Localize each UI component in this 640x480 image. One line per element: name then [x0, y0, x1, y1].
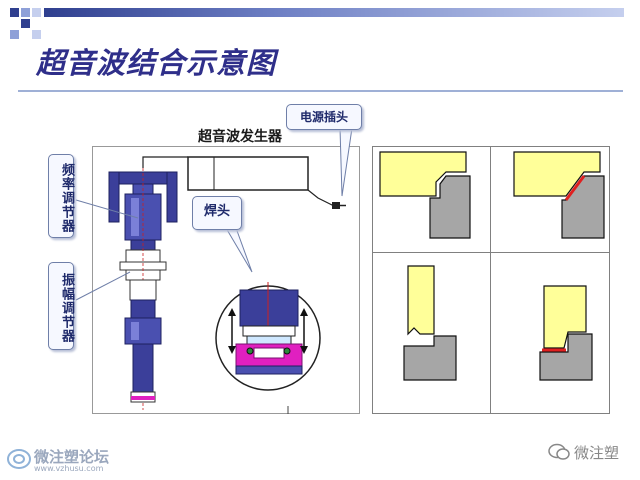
frequency-tuning-label: 频率调节器	[59, 163, 74, 233]
title-rule	[18, 90, 623, 92]
tl-lower-part	[429, 175, 471, 239]
frame-left	[108, 171, 120, 223]
generator-label: 超音波发生器	[198, 129, 282, 145]
decor-square-5	[10, 30, 19, 39]
freq-pointer	[75, 199, 139, 219]
br-upper-part	[543, 285, 587, 349]
plug-icon	[332, 202, 340, 209]
tr-upper-part	[513, 151, 601, 197]
zoom-fixture-inner	[253, 347, 285, 359]
decor-square-6	[32, 30, 41, 39]
forum-logo-icon	[7, 449, 31, 469]
amp-pointer	[75, 271, 131, 301]
forum-logo-name: 微注塑论坛	[34, 448, 110, 466]
horn-middle	[130, 299, 156, 319]
power-plug-callout: 电源插头	[286, 104, 362, 130]
zoom-horn	[239, 289, 299, 327]
bl-upper-part	[407, 265, 435, 336]
weld-head-label: 焊头	[203, 204, 230, 219]
frame-right	[166, 171, 178, 223]
cable-top	[142, 156, 188, 168]
power-plug-label: 电源插头	[299, 110, 348, 124]
arrow-right-up	[300, 308, 308, 316]
zoom-pin-right	[283, 347, 291, 355]
generator-box	[187, 156, 309, 191]
arrow-left-down	[228, 346, 236, 354]
weld-head-callout: 焊头	[192, 196, 242, 230]
arrow-right-down	[300, 346, 308, 354]
tr-weld-line	[564, 175, 586, 201]
frequency-tuning-callout: 频率调节器	[48, 154, 74, 238]
arrow-left-up	[228, 308, 236, 316]
decor-square-1	[10, 8, 19, 17]
zoom-base	[235, 365, 303, 375]
decor-square-2	[21, 8, 30, 17]
power-cable	[307, 189, 335, 207]
slide-title: 超音波结合示意图	[36, 46, 277, 80]
horn-tip-stripe	[131, 396, 155, 400]
horn-highlight	[131, 322, 139, 340]
bl-lower-part	[403, 335, 457, 381]
top-stripe	[44, 8, 624, 17]
decor-square-3	[32, 8, 41, 17]
tl-upper-part	[379, 151, 467, 197]
zoom-pin-left	[246, 347, 254, 355]
amplitude-tuning-callout: 振幅调节器	[48, 262, 74, 350]
forum-logo-url: www.vzhusu.com	[34, 464, 104, 473]
amplitude-tuning-label: 振幅调节器	[59, 273, 74, 343]
wechat-icon	[548, 443, 570, 460]
br-lower-part	[539, 333, 593, 381]
wechat-label: 微注塑	[574, 444, 620, 462]
decor-square-4	[21, 19, 30, 28]
